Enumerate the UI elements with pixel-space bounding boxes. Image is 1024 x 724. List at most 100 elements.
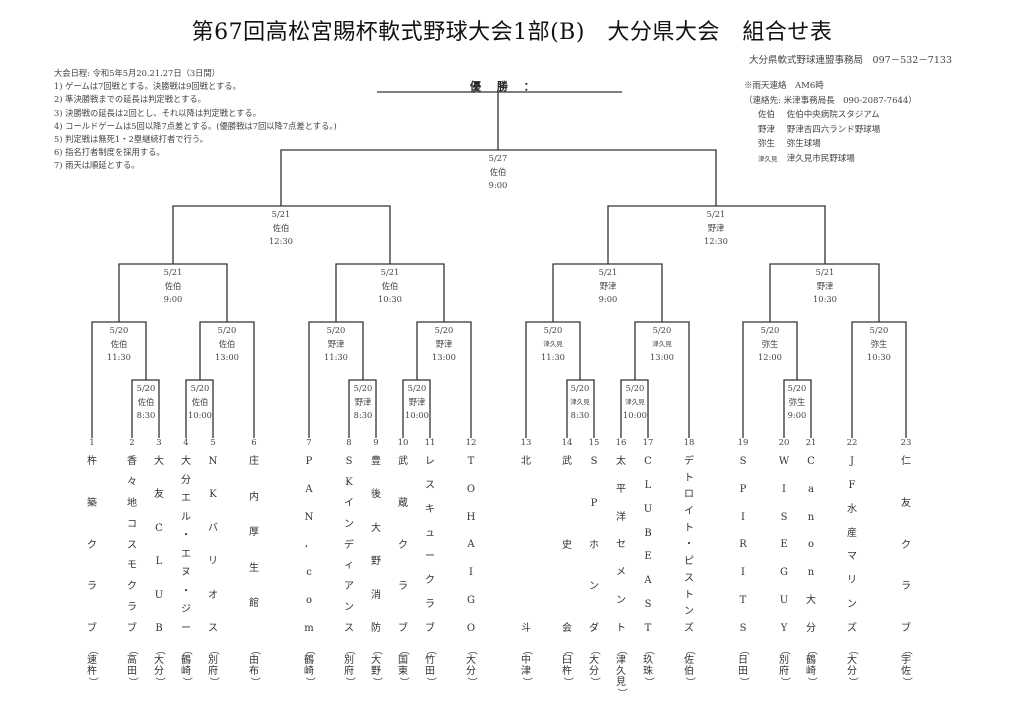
team-number: 4 <box>183 438 189 448</box>
page-title: 第67回高松宮賜杯軟式野球大会1部(B) 大分県大会 組合せ表 <box>191 20 833 45</box>
team-name: 北斗 <box>521 456 531 634</box>
team-number: 2 <box>129 438 135 448</box>
team-region: （速杵） <box>87 645 98 687</box>
match-date: 5/20 <box>109 325 129 335</box>
venue-short: 津久見 <box>758 154 778 163</box>
match-date: 5/20 <box>434 325 454 335</box>
match-round1-2: 5/20 佐伯 13:00 <box>197 324 257 365</box>
team-number: 17 <box>642 438 654 448</box>
venue-tsukumi: 津久見 津久見市民野球場 <box>744 152 917 167</box>
team-name: デトロイト・ピストンズ <box>684 456 694 634</box>
match-venue: 野津 <box>707 222 725 233</box>
match-time: 8:30 <box>136 410 156 420</box>
match-venue: 弥生 <box>788 396 806 407</box>
match-venue: 佐伯 <box>381 280 399 291</box>
champion-label: 優 勝 ： <box>470 80 541 93</box>
team-number: 15 <box>588 438 600 448</box>
match-date: 5/21 <box>815 267 835 277</box>
team-number: 11 <box>424 438 436 448</box>
match-venue: 野津 <box>354 396 372 407</box>
federation-office-contact: 大分県軟式野球連盟事務局 097－532－7133 <box>749 55 952 66</box>
match-date: 5/20 <box>543 325 563 335</box>
team-name: 仁友クラブ <box>901 456 911 634</box>
match-time: 9:00 <box>163 294 183 304</box>
rule-item: 7) 雨天は順延とする。 <box>54 160 140 171</box>
team-number: 12 <box>465 438 477 448</box>
schedule-line: 大会日程: 令和5年5月20.21.27日（3日間） <box>54 68 221 78</box>
match-time: 10:00 <box>623 410 647 420</box>
rule-item: 1) ゲームは7回戦とする。決勝戦は9回戦とする。 <box>54 81 241 92</box>
match-time: 12:30 <box>269 236 293 246</box>
venue-name: 津久見市民野球場 <box>786 153 855 164</box>
venue-notsu: 野津 野津吉四六ランド野球場 <box>744 123 917 138</box>
match-date: 5/20 <box>136 383 156 393</box>
rule-item: 4) コールドゲームは5回以降7点差とする。(優勝戦は7回以降7点差とする。) <box>54 120 337 131</box>
match-venue: 佐伯 <box>272 222 290 233</box>
match-venue: 野津 <box>435 338 453 349</box>
match-venue: 弥生 <box>761 338 779 349</box>
team-number: 22 <box>846 438 858 448</box>
match-date: 5/20 <box>217 325 237 335</box>
team-name: 庄内厚生館 <box>249 456 259 610</box>
venue-saiki: 佐伯 佐伯中央病院スタジアム <box>744 108 917 123</box>
team-number: 8 <box>346 438 352 448</box>
match-time: 10:00 <box>188 410 212 420</box>
match-venue: 佐伯 <box>489 166 507 177</box>
match-time: 13:00 <box>215 352 239 362</box>
match-venue: 佐伯 <box>164 280 182 291</box>
team-number: 14 <box>561 438 573 448</box>
match-venue: 野津 <box>327 338 345 349</box>
match-time: 8:30 <box>353 410 373 420</box>
team-region: （鶴崎） <box>806 645 817 687</box>
team-number: 5 <box>210 438 216 448</box>
venue-short: 野津 <box>758 124 776 135</box>
match-date: 5/20 <box>652 325 672 335</box>
match-venue: 佐伯 <box>191 396 209 407</box>
team-region: （臼杵） <box>562 645 573 687</box>
team-region: （大分） <box>847 645 858 687</box>
team-region: （宇佐） <box>901 645 912 687</box>
rule-item: 2) 準決勝戦までの延長は判定戦とする。 <box>54 94 206 105</box>
team-number: 16 <box>615 438 627 448</box>
match-date: 5/20 <box>869 325 889 335</box>
venue-name: 弥生球場 <box>786 139 821 149</box>
match-date: 5/20 <box>625 383 645 393</box>
match-time: 10:30 <box>378 294 402 304</box>
match-date: 5/20 <box>353 383 373 393</box>
team-name: 大分エル・エヌ・ジー <box>181 456 191 634</box>
team-region: （別府） <box>779 645 790 687</box>
team-number: 7 <box>306 438 312 448</box>
venue-yayoi: 弥生 弥生球場 <box>744 137 917 152</box>
tournament-rules: 大会日程: 令和5年5月20.21.27日（3日間） 1) ゲームは7回戦とする… <box>54 67 337 173</box>
match-time: 10:30 <box>867 352 891 362</box>
team-number: 21 <box>805 438 817 448</box>
match-venue: 佐伯 <box>110 338 128 349</box>
team-name: 杵築クラブ <box>87 456 97 634</box>
team-name: 武蔵クラブ <box>398 456 408 634</box>
rain-contact-time: ※雨天連絡 AM6時 <box>744 81 824 91</box>
match-time: 10:30 <box>813 294 837 304</box>
team-name: 太平洋セメント <box>616 456 626 634</box>
team-region: （大分） <box>589 645 600 687</box>
match-date: 5/20 <box>326 325 346 335</box>
match-date: 5/21 <box>163 267 183 277</box>
team-region: （日田） <box>738 645 749 687</box>
team-name: レスキュークラブ <box>425 456 435 634</box>
team-region: （鶴崎） <box>304 645 315 687</box>
match-venue: 佐伯 <box>218 338 236 349</box>
match-playin-3: 5/20 野津 8:30 <box>333 382 393 423</box>
team-number: 9 <box>373 438 379 448</box>
